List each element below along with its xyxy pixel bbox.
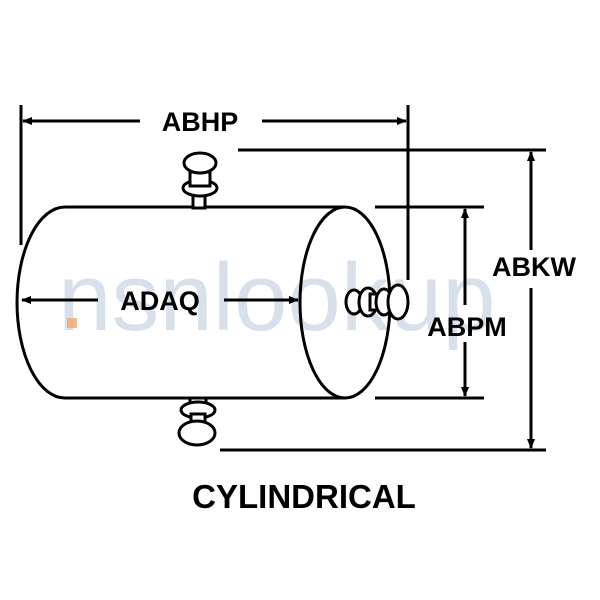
- cylinder-left-end: [15, 205, 66, 400]
- bottom-terminal: [177, 396, 217, 447]
- bottom-terminal-nut: [177, 419, 217, 447]
- top-terminal: [181, 151, 219, 210]
- figure-caption: CYLINDRICAL: [192, 478, 416, 515]
- dimension-abkw: ABKW: [492, 151, 577, 449]
- extension-lines: [19, 105, 546, 452]
- abhp-label: ABHP: [162, 107, 239, 137]
- dimension-abpm: ABPM: [427, 208, 507, 397]
- abkw-label: ABKW: [492, 252, 576, 282]
- watermark-dot: [67, 318, 77, 328]
- dimension-abhp: ABHP: [22, 107, 407, 137]
- top-terminal-nut: [182, 151, 218, 175]
- dimension-adaq: ADAQ: [21, 286, 299, 316]
- end-terminal-nut: [386, 283, 410, 321]
- abpm-label: ABPM: [427, 312, 507, 342]
- watermark: nsnlookup: [58, 244, 496, 351]
- end-terminal: [344, 283, 410, 321]
- adaq-label: ADAQ: [120, 286, 200, 316]
- watermark-text: nsnlookup: [58, 244, 496, 351]
